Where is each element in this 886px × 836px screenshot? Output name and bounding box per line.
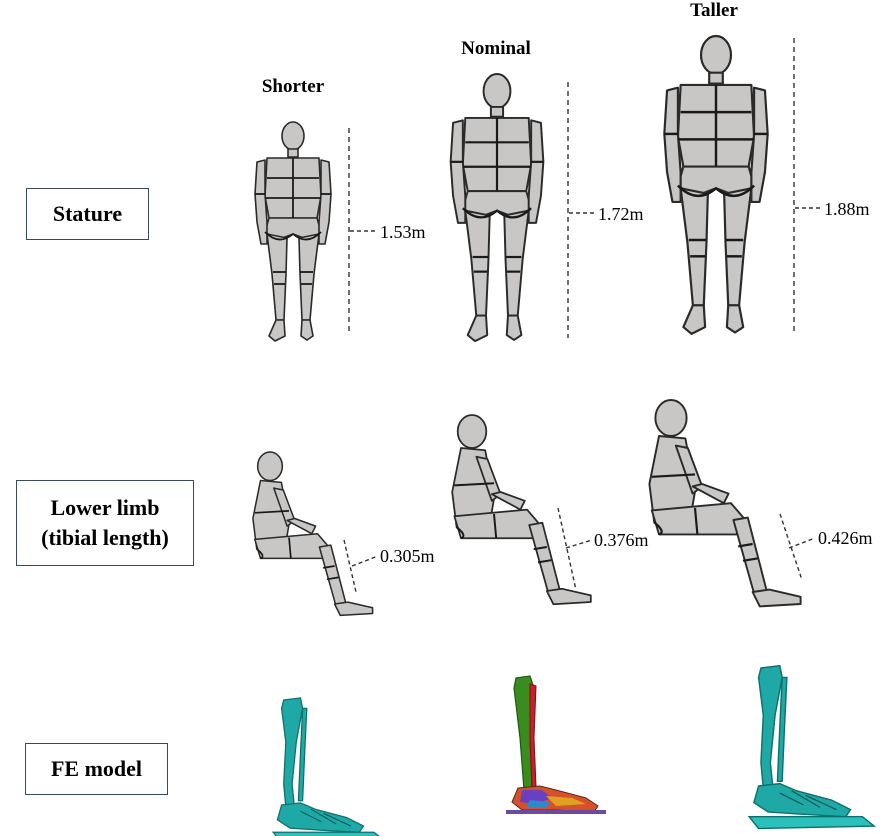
tibia-line-taller	[779, 513, 803, 581]
leg-skeleton-icon-taller	[748, 664, 875, 830]
seated-dummy-icon-nominal	[451, 414, 592, 606]
stature-value-taller: 1.88m	[824, 199, 870, 219]
tibia-tick-nominal	[565, 539, 593, 549]
stature-value-nominal: 1.72m	[598, 204, 644, 224]
tibia-value-shorter: 0.305m	[380, 546, 435, 566]
tibia-value-taller: 0.426m	[818, 528, 873, 548]
standing-dummy-icon-nominal	[449, 72, 545, 343]
row-label-stature: Stature	[26, 188, 149, 240]
tibia-line-shorter	[343, 539, 357, 593]
column-header-shorter: Shorter	[261, 76, 325, 97]
standing-dummy-icon-shorter	[254, 121, 332, 342]
tibia-tick-shorter	[351, 555, 379, 567]
tibia-value-nominal: 0.376m	[594, 530, 649, 550]
row-label-fe-model-text: FE model	[50, 756, 143, 781]
tibia-tick-taller	[788, 537, 816, 549]
leg-skeleton-icon-shorter	[272, 697, 386, 836]
column-header-nominal: Nominal	[461, 38, 531, 59]
row-label-lower-limb: Lower limb (tibial length)	[16, 480, 194, 566]
standing-dummy-icon-taller	[663, 34, 769, 336]
leg-skeleton-icon-nominal	[506, 675, 606, 814]
stature-value-shorter: 1.53m	[380, 222, 426, 242]
row-label-lower-limb-line2: (tibial length)	[41, 525, 169, 550]
column-header-taller: Taller	[690, 0, 738, 21]
tibia-line-nominal	[557, 507, 577, 591]
seated-dummy-icon-taller	[648, 398, 802, 608]
row-label-fe-model: FE model	[25, 743, 168, 795]
row-label-stature-text: Stature	[52, 201, 123, 226]
row-label-lower-limb-line1: Lower limb	[50, 495, 160, 520]
seated-dummy-icon-shorter	[252, 451, 374, 617]
